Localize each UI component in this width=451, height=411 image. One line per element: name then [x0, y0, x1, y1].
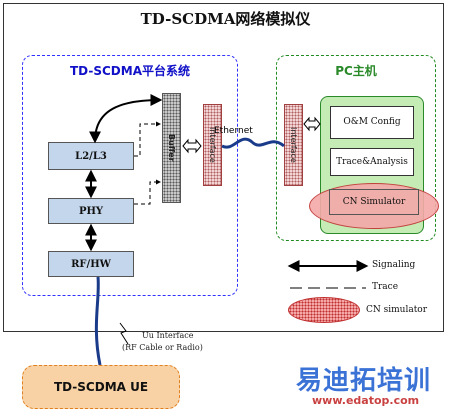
legend-cn-swatch	[288, 297, 360, 323]
om-config-box: O&M Config	[330, 106, 414, 139]
l2l3-block: L2/L3	[48, 142, 134, 170]
legend-signaling-label: Signaling	[372, 260, 416, 270]
pc-title: PC主机	[335, 64, 377, 78]
platform-interface-label: Interface	[208, 127, 217, 163]
watermark-logo-text: 易迪拓培训	[296, 366, 432, 396]
platform-title: TD-SCDMA平台系统	[70, 64, 190, 78]
ethernet-label: Ethernet	[214, 126, 253, 136]
cn-simulator-box: CN Simulator	[329, 189, 419, 215]
legend-trace-label: Trace	[372, 282, 399, 292]
phy-block: PHY	[48, 198, 134, 224]
cn-simulator-highlight	[309, 183, 439, 229]
watermark-url: www.edatop.com	[312, 394, 420, 407]
uu-medium-label: (RF Cable or Radio)	[122, 343, 203, 352]
legend-cn-label: CN simulator	[366, 305, 428, 315]
ue-block: TD-SCDMA UE	[22, 365, 180, 409]
rfhw-block: RF/HW	[48, 251, 134, 277]
trace-analysis-box: Trace&Analysis	[330, 148, 414, 176]
pc-interface-label: Interface	[289, 127, 298, 163]
buffer-block: Buffer	[162, 93, 181, 203]
uu-interface-label: Uu Interface	[142, 331, 194, 340]
diagram-title: TD-SCDMA网络模拟仪	[140, 10, 311, 28]
pc-interface: Interface	[284, 104, 303, 186]
buffer-label: Buffer	[167, 134, 176, 162]
platform-interface: Interface	[203, 104, 222, 186]
